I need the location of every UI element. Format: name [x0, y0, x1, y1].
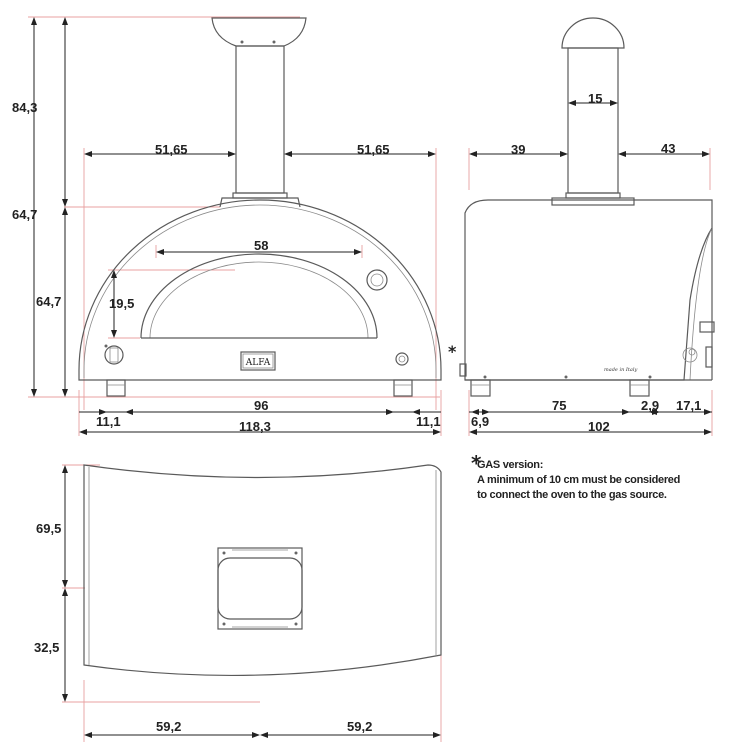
dim-chimney-height: 64,7	[36, 294, 61, 309]
made-in-italy-label: made in Italy	[604, 367, 637, 373]
side-view: made in Italy 15 39 43 6,9 75 2,9	[459, 17, 715, 436]
dim-mouth-height: 19,5	[109, 296, 134, 311]
top-view: 69,5 32,5 59,2 59,2	[34, 464, 442, 742]
gas-note-title: GAS version:	[477, 459, 544, 471]
dim-side-foot-span: 75	[552, 398, 566, 413]
dim-side-foot-front: 6,9	[471, 414, 489, 429]
alfa-logo: ALFA	[245, 358, 271, 368]
dim-side-foot-gap: 2,9	[641, 398, 659, 413]
gas-note-line2: to connect the oven to the gas source.	[477, 489, 667, 501]
dim-chimney-width: 15	[588, 91, 602, 106]
dim-rear-overhang: 17,1	[676, 398, 701, 413]
gas-marker: *	[448, 342, 457, 361]
dim-half-width-right: 51,65	[357, 142, 390, 157]
dim-mouth-width: 58	[254, 238, 268, 253]
dim-chimney-to-back: 43	[661, 141, 675, 156]
dim-top-depth-back: 32,5	[34, 640, 59, 655]
dim-foot-offset-right: 11,1	[416, 414, 441, 429]
dim-top-half-width-right: 59,2	[347, 719, 372, 734]
dim-total-depth: 102	[588, 419, 610, 434]
dim-front-to-chimney: 39	[511, 142, 525, 157]
dim-foot-span: 96	[254, 398, 268, 413]
dim-total-width: 118,3	[239, 419, 271, 434]
dim-top-depth-front: 69,5	[36, 521, 61, 536]
dim-top-half-width-left: 59,2	[156, 719, 181, 734]
gas-note-star: *	[471, 451, 482, 475]
dim-total-height-b: 64,7	[12, 207, 37, 222]
dim-half-width-left: 51,65	[155, 142, 188, 157]
gas-note-line1: A minimum of 10 cm must be considered	[477, 474, 681, 486]
dim-foot-offset-left: 11,1	[96, 414, 121, 429]
front-view: ALFA	[12, 16, 442, 436]
dim-total-height-a: 84,3	[12, 100, 37, 115]
